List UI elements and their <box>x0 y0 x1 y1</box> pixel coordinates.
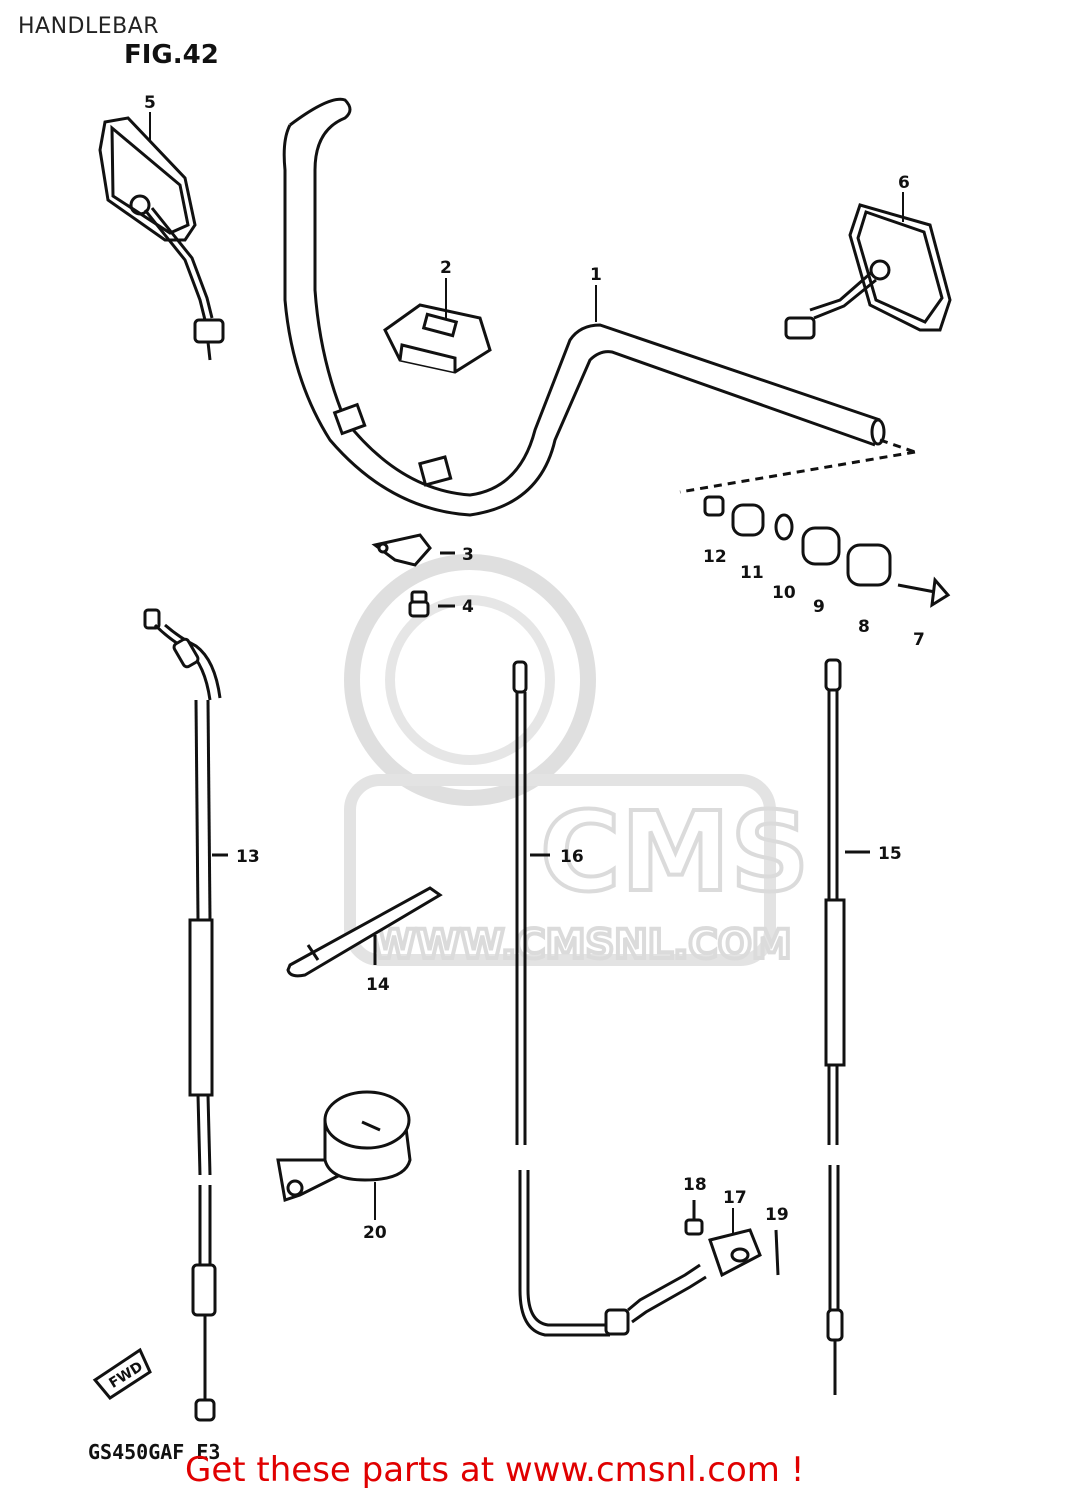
callout-5: 5 <box>144 93 156 113</box>
callout-11: 11 <box>740 563 764 583</box>
page-title: HANDLEBAR <box>18 14 160 39</box>
callout-9: 9 <box>813 597 825 617</box>
callout-20: 20 <box>363 1223 387 1243</box>
callout-19: 19 <box>765 1205 789 1225</box>
part-5-left-mirror <box>98 116 225 361</box>
part-13-throttle-cable <box>143 608 228 1422</box>
callout-7: 7 <box>913 630 925 650</box>
figure-label: FIG.42 <box>124 40 219 70</box>
part-10-washer <box>774 513 794 541</box>
callout-17: 17 <box>723 1188 747 1208</box>
callout-13: 13 <box>236 847 260 867</box>
part-17-switch <box>708 1228 762 1278</box>
part-8-weight <box>846 543 892 587</box>
part-16-cable <box>512 660 707 1337</box>
callout-10: 10 <box>772 583 796 603</box>
callout-14: 14 <box>366 975 390 995</box>
callout-1: 1 <box>590 265 602 285</box>
callout-2: 2 <box>440 258 452 278</box>
part-19-pin <box>774 1229 780 1276</box>
watermark-url: WWW.CMSNL.COM <box>372 922 792 968</box>
callout-8: 8 <box>858 617 870 637</box>
watermark-logo: CMS WWW.CMSNL.COM <box>344 554 811 970</box>
part-1-handlebar <box>282 97 916 517</box>
callout-6: 6 <box>898 173 910 193</box>
part-15-cable <box>824 658 870 1395</box>
callout-labels: 5 6 2 1 3 4 12 11 10 9 8 7 13 16 15 14 1… <box>144 93 925 1243</box>
callout-3: 3 <box>462 545 474 565</box>
part-12-nut <box>703 495 725 517</box>
callout-12: 12 <box>703 547 727 567</box>
part-20-throttle-housing <box>276 1090 412 1202</box>
shop-link[interactable]: Get these parts at www.cmsnl.com ! <box>185 1450 805 1490</box>
callout-15: 15 <box>878 844 902 864</box>
part-3-bracket <box>371 533 455 567</box>
watermark-brand: CMS <box>540 788 809 916</box>
part-4-screw <box>408 590 455 618</box>
part-2-handlebar-clamp <box>383 303 492 374</box>
model-code: GS450GAF E3 <box>88 1440 221 1464</box>
part-18-screw <box>684 1200 704 1236</box>
callout-18: 18 <box>683 1175 707 1195</box>
part-11-spacer <box>731 503 765 537</box>
part-6-right-mirror <box>784 203 952 340</box>
callout-4: 4 <box>462 597 474 617</box>
fwd-arrow-icon: FWD <box>92 1347 152 1400</box>
bar-end-assembly <box>703 495 951 608</box>
part-9-damper <box>801 526 841 566</box>
part-7-bolt <box>897 576 951 608</box>
callout-16: 16 <box>560 847 584 867</box>
part-14-strap <box>286 886 443 978</box>
